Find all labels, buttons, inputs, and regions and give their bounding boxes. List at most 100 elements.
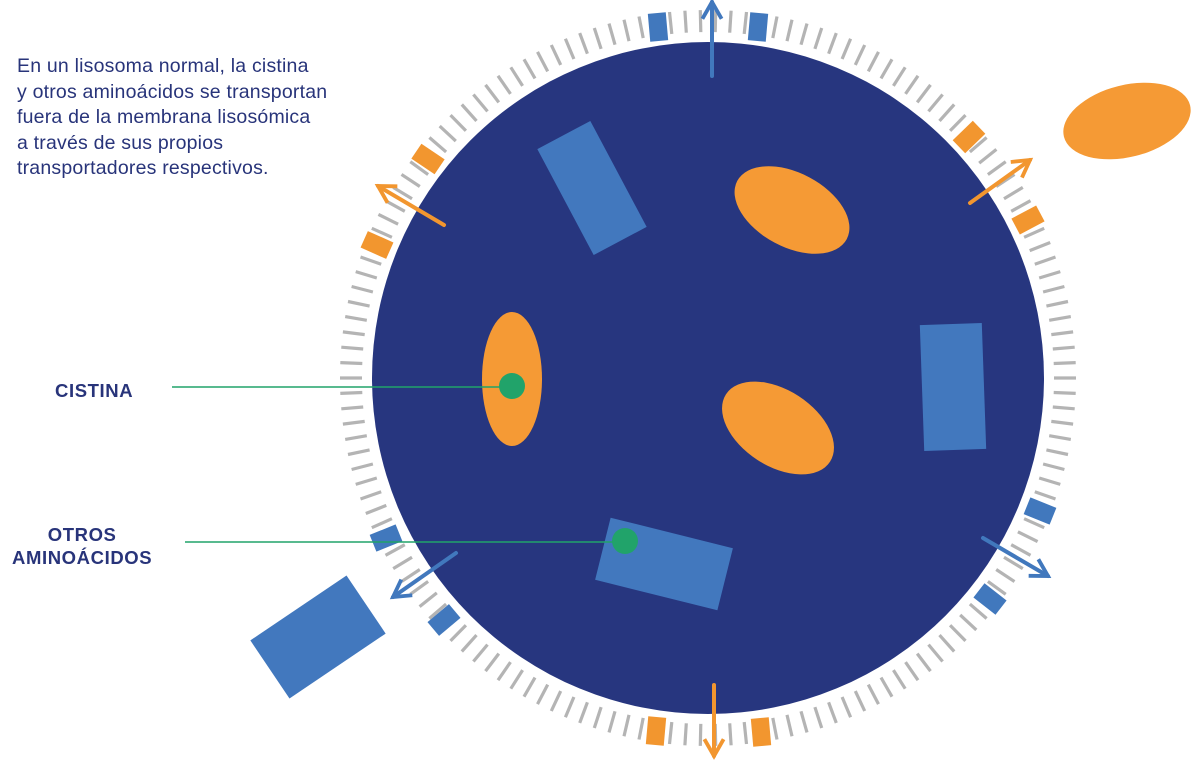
membrane-tick <box>472 643 489 663</box>
arrow-upright-icon <box>968 157 1034 205</box>
membrane-tick <box>592 27 603 50</box>
transporter-blue <box>427 604 461 636</box>
transport-arrows <box>374 0 1052 760</box>
membrane-tick <box>549 690 563 712</box>
transporter-blue <box>1023 497 1057 525</box>
transporter-orange <box>411 143 445 175</box>
membrane-tick <box>409 160 430 176</box>
membrane-tick <box>713 10 718 33</box>
membrane-tick <box>968 136 988 154</box>
membrane-tick <box>813 706 824 729</box>
membrane-tick <box>892 669 907 690</box>
membrane-tick <box>771 16 779 39</box>
membrane-tick <box>344 315 368 322</box>
membrane-tick <box>578 32 589 55</box>
cistina-pointer-dot <box>499 373 525 399</box>
membrane-tick <box>355 476 378 486</box>
membrane-tick <box>460 103 478 122</box>
membrane-tick <box>1052 345 1075 351</box>
membrane-tick <box>915 652 932 673</box>
membrane-tick <box>1042 462 1065 472</box>
membrane-tick <box>853 690 867 712</box>
membrane-tick <box>509 66 524 87</box>
membrane-tick <box>347 299 370 308</box>
membrane-tick <box>351 284 374 294</box>
membrane-tick <box>409 580 430 596</box>
otros-label-line2: AMINOÁCIDOS <box>12 547 153 568</box>
membrane-tick <box>1023 226 1045 239</box>
membrane-tick <box>853 44 867 66</box>
membrane-tick <box>840 696 853 718</box>
membrane-tick <box>351 462 374 472</box>
membrane-tick <box>698 10 703 33</box>
membrane-tick <box>371 517 393 530</box>
membrane-tick <box>1034 255 1057 266</box>
membrane-tick <box>1003 186 1024 201</box>
membrane-tick <box>879 676 894 698</box>
otros-aminoacidos-label: OTROS AMINOÁCIDOS <box>12 523 152 569</box>
transporter-blue <box>973 583 1007 615</box>
membrane-tick <box>428 602 448 620</box>
membrane-tick <box>607 710 617 733</box>
membrane-tick <box>549 44 563 66</box>
membrane-tick <box>1034 490 1057 501</box>
membrane-tick <box>959 613 978 632</box>
membrane-tick <box>460 634 478 653</box>
membrane-tick <box>536 51 550 73</box>
membrane-tick <box>866 51 880 73</box>
membrane-tick <box>785 714 794 737</box>
membrane-tick <box>904 74 920 95</box>
pointers <box>172 373 638 554</box>
membrane-tick <box>927 93 944 113</box>
transporter-blue <box>647 12 669 42</box>
membrane-tick <box>340 361 363 366</box>
membrane-tick <box>563 38 576 60</box>
membrane-tick <box>927 643 944 663</box>
membrane-tick <box>392 555 413 570</box>
intro-line: a través de sus propios <box>17 131 224 154</box>
membrane-tick <box>948 624 967 643</box>
membrane-tick <box>578 701 589 724</box>
intro-line: fuera de la membrana lisosómica <box>17 106 311 128</box>
cistina-label: CISTINA <box>55 379 133 402</box>
membrane-tick <box>968 602 988 620</box>
cistina-label-text: CISTINA <box>55 380 134 401</box>
membrane-tick <box>799 23 809 46</box>
membrane-tick <box>771 717 779 740</box>
membrane-tick <box>622 19 631 42</box>
membrane-tick <box>938 634 956 653</box>
cystine-outside <box>1063 82 1191 160</box>
membrane-tick <box>827 701 838 724</box>
membrane-tick <box>563 696 576 718</box>
transporter-orange <box>952 120 986 154</box>
membrane-tick <box>840 38 853 60</box>
membrane-tick <box>342 419 365 426</box>
lysosome-body <box>372 42 1044 714</box>
cystine-molecule <box>734 166 850 254</box>
amino-acid-block <box>537 120 647 256</box>
membrane-tick <box>785 19 794 42</box>
membrane-tick <box>522 58 537 80</box>
membrane-tick <box>522 676 537 698</box>
transporters <box>360 12 1057 747</box>
membrane-tick <box>449 113 468 132</box>
membrane-tick <box>355 270 378 280</box>
membrane-tick <box>509 669 524 690</box>
membrane-tick <box>472 93 489 113</box>
membrane-tick <box>400 173 421 188</box>
membrane-tick <box>1042 284 1065 294</box>
amino-acid-block <box>919 322 987 452</box>
otros-pointer-dot <box>612 528 638 554</box>
membrane-tick <box>592 706 603 729</box>
membrane-tick <box>1023 517 1045 530</box>
membrane-tick <box>728 723 733 746</box>
otros-label-line1: OTROS <box>47 524 117 545</box>
membrane-tick <box>377 212 399 226</box>
intro-line: transportadores respectivos. <box>17 157 269 179</box>
transporter-orange <box>645 716 667 746</box>
membrane-tick <box>667 721 674 745</box>
membrane-tick <box>438 124 457 143</box>
membrane-tick <box>371 226 393 239</box>
membrane-tick <box>892 66 907 87</box>
